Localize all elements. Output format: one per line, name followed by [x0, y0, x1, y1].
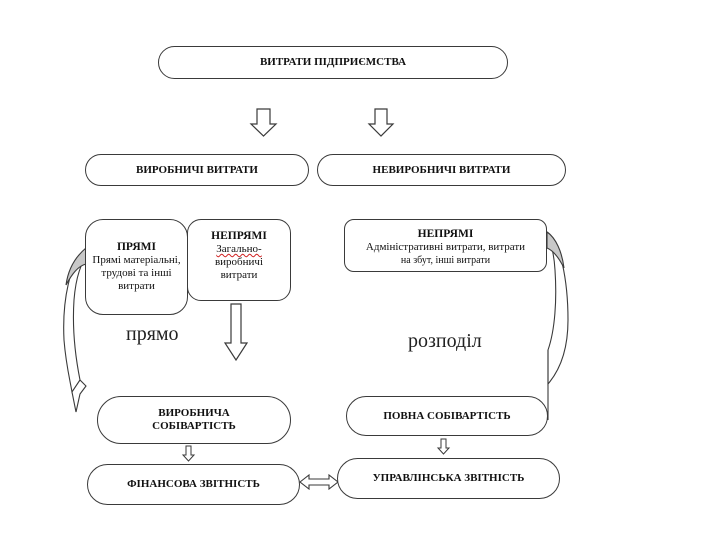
node-non-production-costs-label: НЕВИРОБНИЧІ ВИТРАТИ [372, 163, 511, 176]
node-production-costs: ВИРОБНИЧІ ВИТРАТИ [85, 154, 309, 186]
node-management-reporting-label: УПРАВЛІНСЬКА ЗВІТНІСТЬ [372, 472, 525, 484]
node-non-production-costs: НЕВИРОБНИЧІ ВИТРАТИ [317, 154, 566, 186]
node-full-cost-label: ПОВНА СОБІВАРТІСТЬ [383, 409, 511, 422]
node-indirect-production-title: НЕПРЯМІ [211, 230, 267, 242]
node-indirect-non-production-costs: НЕПРЯМІ Адміністративні витрати, витрати… [344, 219, 547, 272]
node-financial-reporting: ФІНАНСОВА ЗВІТНІСТЬ [87, 464, 300, 505]
curved-arrow-direct [63, 246, 87, 413]
annotation-direct: прямо [126, 323, 179, 345]
node-indirect-non-production-description-line1: Адміністративні витрати, витрати [365, 241, 526, 253]
double-arrow-reporting-link [299, 473, 339, 491]
node-indirect-production-costs: НЕПРЯМІ Загально- виробничі витрати [187, 219, 291, 301]
node-production-cost-label: ВИРОБНИЧА СОБІВАРТІСТЬ [152, 407, 236, 432]
node-production-cost: ВИРОБНИЧА СОБІВАРТІСТЬ [97, 396, 291, 444]
node-enterprise-costs: ВИТРАТИ ПІДПРИЄМСТВА [158, 46, 508, 79]
node-direct-costs-description: Прямі матеріальні, трудові та інші витра… [92, 254, 181, 292]
node-production-costs-label: ВИРОБНИЧІ ВИТРАТИ [135, 163, 258, 176]
node-direct-costs: ПРЯМІ Прямі матеріальні, трудові та інші… [85, 219, 188, 315]
node-indirect-production-description: виробничі витрати [214, 256, 264, 281]
node-indirect-non-production-description-line2: на збут, інші витрати [400, 255, 491, 266]
curved-arrow-allocation [546, 230, 569, 420]
node-full-cost: ПОВНА СОБІВАРТІСТЬ [346, 396, 548, 436]
annotation-allocation: розподіл [408, 330, 482, 352]
node-indirect-non-production-title: НЕПРЯМІ [417, 228, 474, 240]
block-arrow-down-right [367, 108, 395, 137]
node-financial-reporting-label: ФІНАНСОВА ЗВІТНІСТЬ [127, 478, 260, 490]
node-management-reporting: УПРАВЛІНСЬКА ЗВІТНІСТЬ [337, 458, 560, 499]
node-direct-costs-title: ПРЯМІ [116, 241, 157, 253]
small-arrow-production-cost-to-financial [181, 445, 196, 462]
block-arrow-down-left [249, 108, 278, 137]
small-arrow-full-cost-to-management [436, 438, 451, 455]
block-arrow-indirect-to-production-cost [223, 303, 249, 362]
node-indirect-production-description-spell: Загально- [216, 243, 262, 255]
node-enterprise-costs-label: ВИТРАТИ ПІДПРИЄМСТВА [259, 56, 407, 68]
